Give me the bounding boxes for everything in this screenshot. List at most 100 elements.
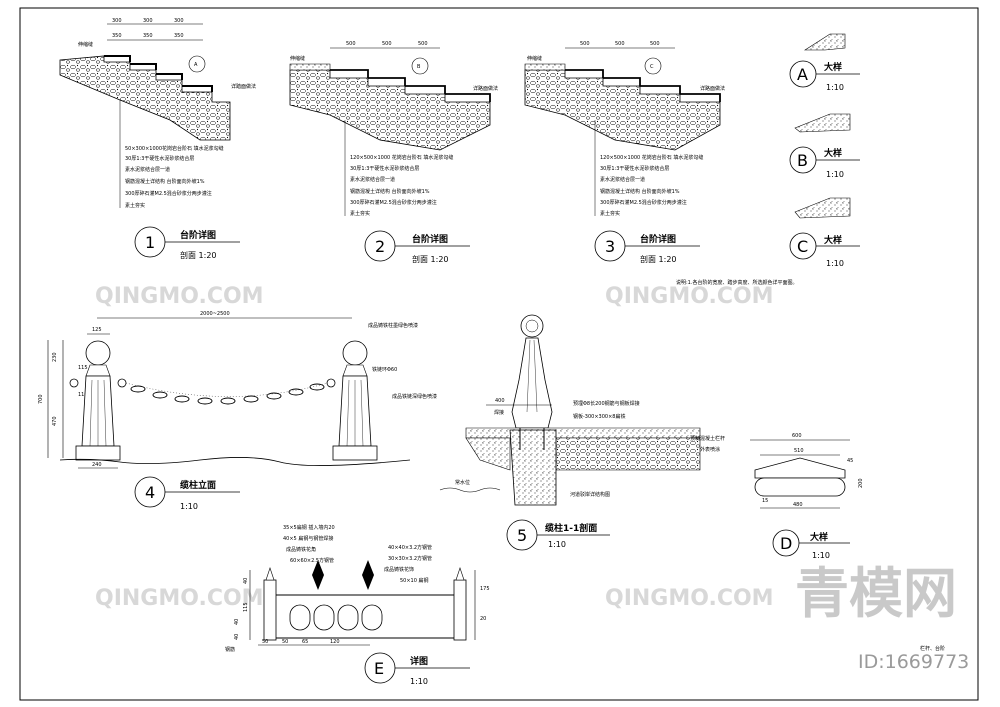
svg-text:350: 350 bbox=[143, 33, 153, 39]
svg-text:素土夯实: 素土夯实 bbox=[600, 210, 620, 217]
svg-text:500: 500 bbox=[382, 41, 392, 47]
svg-text:300: 300 bbox=[112, 18, 122, 24]
detail-e-railing: 35×5扁钢 插入墙内20 40×5 扁钢与钢管焊接 成品铸铁花角 60×60×… bbox=[225, 524, 490, 686]
svg-text:45: 45 bbox=[847, 458, 853, 464]
svg-text:40×40×3.2方钢管: 40×40×3.2方钢管 bbox=[388, 544, 432, 551]
svg-text:350: 350 bbox=[112, 33, 122, 39]
sheet-border bbox=[19, 7, 979, 701]
svg-text:素土夯实: 素土夯实 bbox=[125, 202, 145, 209]
svg-text:焊接: 焊接 bbox=[494, 409, 504, 416]
svg-text:700: 700 bbox=[38, 394, 44, 404]
watermark-layer: QINGMO.COM QINGMO.COM QINGMO.COM QINGMO.… bbox=[95, 284, 969, 673]
svg-text:大样: 大样 bbox=[824, 147, 842, 159]
svg-text:300: 300 bbox=[174, 18, 184, 24]
svg-text:50: 50 bbox=[262, 639, 268, 645]
svg-text:115: 115 bbox=[243, 602, 249, 612]
svg-text:125: 125 bbox=[92, 327, 102, 333]
svg-text:60×60×2.5方钢管: 60×60×2.5方钢管 bbox=[290, 557, 334, 564]
svg-text:A: A bbox=[797, 65, 808, 84]
svg-text:预制混凝土栏杆: 预制混凝土栏杆 bbox=[690, 435, 725, 442]
watermark-id: ID:1669773 bbox=[858, 651, 969, 673]
svg-text:1:10: 1:10 bbox=[826, 259, 844, 268]
svg-text:成品铸铁花饰: 成品铸铁花饰 bbox=[384, 566, 414, 573]
svg-text:200: 200 bbox=[858, 478, 864, 488]
detail-3-stair-section: 500 500 500 伸缩缝 C 详路面做法 120×500×1000 花岗岩… bbox=[524, 41, 725, 264]
svg-text:65: 65 bbox=[302, 639, 308, 645]
detail-1-stair-section: 300 300 300 350 350 350 伸缩缝 A 详踏面做法 50×3… bbox=[59, 18, 256, 260]
svg-text:20: 20 bbox=[480, 616, 486, 622]
svg-text:500: 500 bbox=[615, 41, 625, 47]
svg-text:15: 15 bbox=[762, 498, 768, 504]
svg-text:2: 2 bbox=[375, 237, 385, 256]
svg-text:300: 300 bbox=[143, 18, 153, 24]
detail-4-bollard-elevation: 2000~2500 125 230 115 110 470 700 bbox=[38, 311, 437, 511]
svg-text:480: 480 bbox=[793, 502, 803, 508]
svg-text:500: 500 bbox=[650, 41, 660, 47]
svg-text:大样: 大样 bbox=[824, 61, 842, 73]
svg-text:5: 5 bbox=[517, 526, 527, 545]
svg-text:30×30×3.2方钢管: 30×30×3.2方钢管 bbox=[388, 555, 432, 562]
svg-text:伸缩缝: 伸缩缝 bbox=[290, 55, 305, 62]
svg-text:470: 470 bbox=[52, 416, 58, 426]
svg-text:钢筋混凝土详结构 台阶面向外坡1%: 钢筋混凝土详结构 台阶面向外坡1% bbox=[350, 188, 430, 195]
svg-text:500: 500 bbox=[580, 41, 590, 47]
svg-text:B: B bbox=[797, 151, 808, 170]
svg-text:成品铸铁柱墨绿色喷漆: 成品铸铁柱墨绿色喷漆 bbox=[368, 322, 418, 329]
svg-text:1:10: 1:10 bbox=[548, 540, 566, 549]
svg-text:外表喷涂: 外表喷涂 bbox=[700, 446, 720, 453]
svg-text:C: C bbox=[650, 64, 654, 70]
watermark-big-text: 青模网 bbox=[795, 562, 957, 625]
svg-text:钢筋: 钢筋 bbox=[225, 646, 235, 653]
svg-text:120: 120 bbox=[330, 639, 340, 645]
svg-text:120×500×1000 花岗岩台阶石 填水泥浆勾缝: 120×500×1000 花岗岩台阶石 填水泥浆勾缝 bbox=[350, 154, 453, 161]
svg-text:详路面做法: 详路面做法 bbox=[700, 85, 725, 92]
svg-text:50: 50 bbox=[282, 639, 288, 645]
svg-text:预埋Φ8长200钢筋与钢板焊接: 预埋Φ8长200钢筋与钢板焊接 bbox=[573, 400, 640, 407]
svg-text:600: 600 bbox=[792, 433, 802, 439]
svg-text:缆柱1-1剖面: 缆柱1-1剖面 bbox=[545, 522, 597, 534]
svg-text:详踏面做法: 详踏面做法 bbox=[231, 83, 256, 90]
svg-text:详图: 详图 bbox=[410, 655, 428, 667]
general-note: 说明:1.各台阶的宽度、踏步高度、所选颜色详平面图。 bbox=[676, 279, 797, 286]
detail-c-large-scale: C 大样 1:10 bbox=[789, 197, 860, 268]
detail-d-large-scale: 600 510 480 45 15 200 预制混凝土栏杆 外表喷涂 D 大样 … bbox=[690, 433, 864, 560]
watermark-text: QINGMO.COM bbox=[95, 284, 264, 309]
svg-text:1:10: 1:10 bbox=[812, 551, 830, 560]
svg-text:钢筋混凝土详结构 台阶面向外坡1%: 钢筋混凝土详结构 台阶面向外坡1% bbox=[600, 188, 680, 195]
svg-text:2000~2500: 2000~2500 bbox=[200, 311, 230, 317]
detail-2-stair-section: 500 500 500 伸缩缝 B 详路面做法 120×500×1000 花岗岩… bbox=[289, 41, 498, 264]
svg-text:120×500×1000 花岗岩台阶石 填水泥浆勾缝: 120×500×1000 花岗岩台阶石 填水泥浆勾缝 bbox=[600, 154, 703, 161]
detail-a-large-scale: A 大样 1:10 bbox=[789, 33, 860, 92]
svg-text:伸缩缝: 伸缩缝 bbox=[78, 41, 93, 48]
svg-text:台阶详图: 台阶详图 bbox=[640, 233, 676, 245]
svg-text:E: E bbox=[374, 659, 384, 678]
svg-text:素水泥浆结合层一道: 素水泥浆结合层一道 bbox=[350, 176, 395, 183]
svg-text:300厚碎石灌M2.5混合砂浆分两步灌注: 300厚碎石灌M2.5混合砂浆分两步灌注 bbox=[125, 190, 212, 197]
svg-text:40: 40 bbox=[243, 578, 249, 584]
detail-5-bollard-section: 400 常水位 预埋Φ8长200钢筋与钢板焊接 钢板-300×300×8扁铁 焊… bbox=[439, 314, 701, 551]
svg-text:1:10: 1:10 bbox=[180, 502, 198, 511]
svg-text:台阶详图: 台阶详图 bbox=[412, 233, 448, 245]
svg-text:1:10: 1:10 bbox=[410, 677, 428, 686]
svg-text:大样: 大样 bbox=[810, 531, 828, 543]
svg-text:50×10 扁钢: 50×10 扁钢 bbox=[400, 577, 429, 584]
svg-text:30厚1:3干硬性水泥砂浆结合层: 30厚1:3干硬性水泥砂浆结合层 bbox=[350, 165, 419, 172]
svg-text:300厚碎石灌M2.5混合砂浆分两步灌注: 300厚碎石灌M2.5混合砂浆分两步灌注 bbox=[350, 199, 437, 206]
svg-text:1: 1 bbox=[145, 233, 155, 252]
svg-text:3: 3 bbox=[605, 237, 615, 256]
svg-text:500: 500 bbox=[418, 41, 428, 47]
watermark-text: QINGMO.COM bbox=[605, 586, 774, 611]
svg-text:剖面 1:20: 剖面 1:20 bbox=[180, 250, 217, 260]
svg-text:铁链环Φ60: 铁链环Φ60 bbox=[372, 366, 397, 373]
svg-text:钢筋混凝土详结构 台阶面向外坡1%: 钢筋混凝土详结构 台阶面向外坡1% bbox=[125, 178, 205, 185]
svg-text:110: 110 bbox=[78, 392, 88, 398]
svg-text:175: 175 bbox=[480, 586, 490, 592]
svg-text:1:10: 1:10 bbox=[826, 83, 844, 92]
svg-text:500: 500 bbox=[346, 41, 356, 47]
svg-text:河道驳岸详结构图: 河道驳岸详结构图 bbox=[570, 491, 610, 498]
detail-b-large-scale: B 大样 1:10 bbox=[789, 113, 860, 179]
svg-text:1:10: 1:10 bbox=[826, 170, 844, 179]
watermark-text: QINGMO.COM bbox=[605, 284, 774, 309]
svg-text:剖面 1:20: 剖面 1:20 bbox=[412, 254, 449, 264]
